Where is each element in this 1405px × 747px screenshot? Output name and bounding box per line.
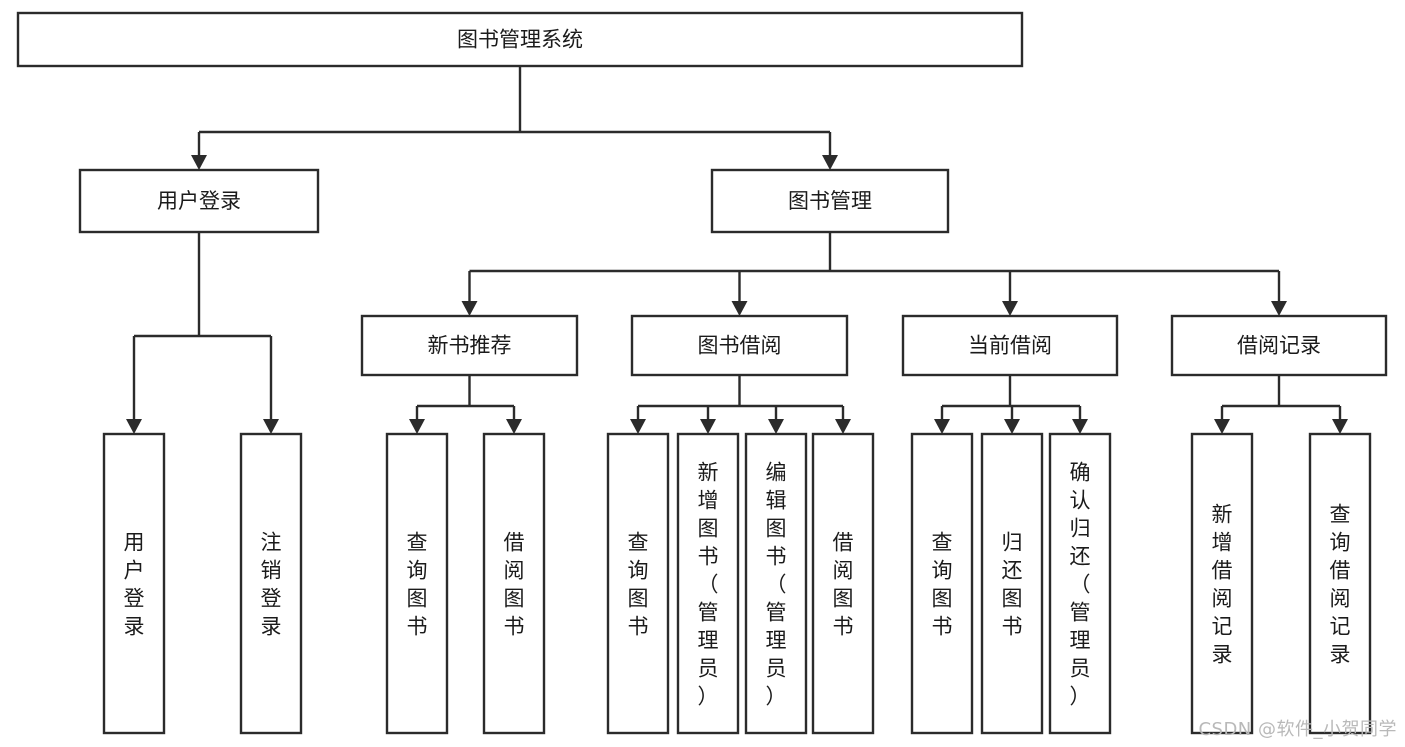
node-leaf-查询图书[interactable]: 查询图书 <box>606 432 670 735</box>
node-label: 确认归还（管理员） <box>1070 460 1091 708</box>
arrow-head-icon <box>1271 301 1287 316</box>
arrow-head-icon <box>768 419 784 434</box>
node-label: 查询图书 <box>932 530 953 638</box>
arrow-head-icon <box>506 419 522 434</box>
node-box <box>676 432 740 735</box>
watermark-text: CSDN @软件_小贺同学 <box>1198 719 1397 740</box>
node-leaf-查询借阅记录[interactable]: 查询借阅记录 <box>1308 432 1372 735</box>
node-leaf-编辑图书管理员[interactable]: 编辑图书（管理员） <box>744 432 808 735</box>
node-label: 注销登录 <box>261 530 282 638</box>
node-box <box>901 314 1119 377</box>
node-leaf-用户登录[interactable]: 用户登录 <box>102 432 166 735</box>
arrow-head-icon <box>1072 419 1088 434</box>
node-box <box>910 432 974 735</box>
node-box <box>1048 432 1112 735</box>
node-label: 查询图书 <box>407 530 428 638</box>
node-box <box>360 314 579 377</box>
connector-layer <box>126 66 1348 434</box>
arrow-head-icon <box>835 419 851 434</box>
node-label: 借阅图书 <box>833 530 854 638</box>
node-label: 借阅记录 <box>1237 334 1321 358</box>
node-label: 用户登录 <box>157 189 241 213</box>
node-label: 新书推荐 <box>428 334 512 358</box>
node-box <box>980 432 1044 735</box>
arrow-head-icon <box>461 301 478 316</box>
node-label: 图书管理系统 <box>457 28 583 52</box>
arrow-head-icon <box>731 301 748 316</box>
node-label: 借阅图书 <box>504 530 525 638</box>
node-leaf-查询图书[interactable]: 查询图书 <box>385 432 449 735</box>
arrow-head-icon <box>822 155 838 170</box>
node-level2-用户登录[interactable]: 用户登录 <box>78 168 320 234</box>
node-layer: 用户登录图书管理新书推荐图书借阅当前借阅借阅记录用户登录注销登录查询图书借阅图书… <box>16 11 1388 735</box>
node-leaf-确认归还管理员[interactable]: 确认归还（管理员） <box>1048 432 1112 735</box>
node-leaf-查询图书[interactable]: 查询图书 <box>910 432 974 735</box>
node-label: 图书管理 <box>788 189 872 213</box>
arrow-head-icon <box>1332 419 1348 434</box>
arrow-head-icon <box>409 419 425 434</box>
node-level3-借阅记录[interactable]: 借阅记录 <box>1170 314 1388 377</box>
arrow-head-icon <box>191 155 207 170</box>
node-box <box>811 432 875 735</box>
node-leaf-借阅图书[interactable]: 借阅图书 <box>811 432 875 735</box>
node-label: 查询借阅记录 <box>1330 502 1351 666</box>
arrow-head-icon <box>934 419 950 434</box>
node-root-图书管理系统[interactable]: 图书管理系统 <box>16 11 1024 68</box>
node-box <box>78 168 320 234</box>
node-level3-当前借阅[interactable]: 当前借阅 <box>901 314 1119 377</box>
node-leaf-借阅图书[interactable]: 借阅图书 <box>482 432 546 735</box>
arrow-head-icon <box>1214 419 1230 434</box>
node-label: 用户登录 <box>124 530 145 638</box>
node-box <box>1190 432 1254 735</box>
node-level3-图书借阅[interactable]: 图书借阅 <box>630 314 849 377</box>
node-leaf-新增图书管理员[interactable]: 新增图书（管理员） <box>676 432 740 735</box>
node-label: 新增图书（管理员） <box>698 460 719 708</box>
node-box <box>710 168 950 234</box>
node-box <box>1308 432 1372 735</box>
node-label: 查询图书 <box>628 530 649 638</box>
arrow-head-icon <box>126 419 142 434</box>
node-label: 归还图书 <box>1002 530 1023 638</box>
arrow-head-icon <box>700 419 716 434</box>
node-leaf-新增借阅记录[interactable]: 新增借阅记录 <box>1190 432 1254 735</box>
arrow-head-icon <box>1002 301 1018 316</box>
node-box <box>482 432 546 735</box>
node-box <box>102 432 166 735</box>
arrow-head-icon <box>1004 419 1020 434</box>
node-label: 当前借阅 <box>968 334 1052 358</box>
node-leaf-归还图书[interactable]: 归还图书 <box>980 432 1044 735</box>
node-box <box>744 432 808 735</box>
node-level3-新书推荐[interactable]: 新书推荐 <box>360 314 579 377</box>
node-box <box>239 432 303 735</box>
node-label: 编辑图书（管理员） <box>766 460 787 708</box>
node-box <box>16 11 1024 68</box>
node-box <box>630 314 849 377</box>
arrow-head-icon <box>630 419 646 434</box>
node-level2-图书管理[interactable]: 图书管理 <box>710 168 950 234</box>
node-box <box>385 432 449 735</box>
node-label: 图书借阅 <box>698 334 782 358</box>
node-box <box>1170 314 1388 377</box>
node-label: 新增借阅记录 <box>1212 502 1233 666</box>
arrow-head-icon <box>263 419 279 434</box>
node-leaf-注销登录[interactable]: 注销登录 <box>239 432 303 735</box>
node-box <box>606 432 670 735</box>
